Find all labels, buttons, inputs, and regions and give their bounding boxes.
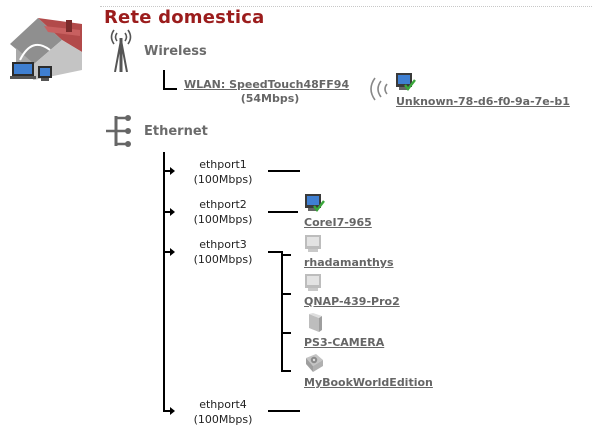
header-divider	[100, 6, 592, 7]
wireless-label: Wireless	[144, 44, 207, 59]
port-branch-line	[163, 410, 171, 412]
tree-branch-icon	[106, 115, 131, 147]
ethport3: ethport3 (100Mbps)	[178, 237, 268, 267]
house-network-icon	[10, 18, 82, 81]
device-branch-line	[281, 370, 291, 372]
wlan-connector	[163, 88, 177, 90]
device-link-corei7[interactable]: CoreI7-965	[304, 216, 372, 229]
port-out-line	[268, 410, 300, 412]
wlan-connector	[163, 70, 165, 90]
antenna-icon	[110, 29, 132, 72]
ethernet-label: Ethernet	[144, 124, 208, 139]
port-name: ethport3	[199, 238, 247, 251]
computer-offline-icon	[305, 235, 321, 252]
device-branch-line	[281, 293, 291, 295]
port-name: ethport4	[199, 398, 247, 411]
computer-online-icon	[396, 73, 416, 91]
port-branch-line	[163, 251, 171, 253]
device-trunk-line	[281, 251, 283, 372]
port-name: ethport2	[199, 198, 247, 211]
wlan-speed: (54Mbps)	[240, 92, 300, 105]
port-arrow	[170, 248, 175, 256]
device-branch-line	[281, 332, 291, 334]
game-console-icon	[309, 313, 322, 332]
port-arrow	[170, 167, 175, 175]
disk-drive-icon	[306, 354, 323, 372]
port-name: ethport1	[199, 158, 247, 171]
wifi-signal-icon	[370, 77, 388, 101]
port-out-line	[268, 251, 282, 253]
computer-offline-icon	[305, 274, 321, 291]
ethport4: ethport4 (100Mbps)	[178, 397, 268, 427]
port-speed: (100Mbps)	[193, 173, 253, 186]
port-out-line	[268, 170, 300, 172]
ethernet-trunk-line	[163, 152, 165, 412]
device-link-qnap[interactable]: QNAP-439-Pro2	[304, 295, 400, 308]
port-branch-line	[163, 170, 171, 172]
device-link-ps3-camera[interactable]: PS3-CAMERA	[304, 336, 385, 349]
port-branch-line	[163, 211, 171, 213]
port-speed: (100Mbps)	[193, 213, 253, 226]
ethport2: ethport2 (100Mbps)	[178, 197, 268, 227]
ethport1: ethport1 (100Mbps)	[178, 157, 268, 187]
computer-online-icon	[305, 194, 325, 212]
wireless-client-link[interactable]: Unknown-78-d6-f0-9a-7e-b1	[396, 95, 570, 108]
page-title: Rete domestica	[104, 7, 265, 28]
device-branch-line	[281, 254, 291, 256]
port-arrow	[170, 407, 175, 415]
port-speed: (100Mbps)	[193, 253, 253, 266]
wlan-link[interactable]: WLAN: SpeedTouch48FF94	[184, 78, 350, 91]
device-link-rhadamanthys[interactable]: rhadamanthys	[304, 256, 394, 269]
port-arrow	[170, 208, 175, 216]
port-out-line	[268, 211, 298, 213]
device-link-mybook[interactable]: MyBookWorldEdition	[304, 376, 433, 389]
port-speed: (100Mbps)	[193, 413, 253, 426]
